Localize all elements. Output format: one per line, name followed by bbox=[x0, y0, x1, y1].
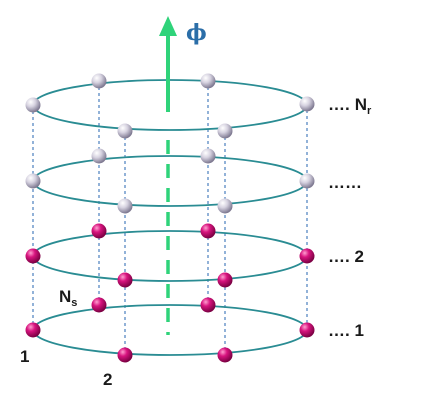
atom bbox=[200, 73, 216, 89]
atoms-layer-top bbox=[25, 73, 315, 139]
atom bbox=[117, 347, 133, 363]
ring-label-third: …. 2 bbox=[328, 247, 364, 266]
atoms-layer-bottom bbox=[25, 297, 315, 363]
atom bbox=[91, 148, 107, 164]
atom bbox=[217, 272, 233, 288]
atom bbox=[200, 297, 216, 313]
atom bbox=[117, 198, 133, 214]
atom bbox=[200, 148, 216, 164]
atom bbox=[200, 223, 216, 239]
ns-label: Ns bbox=[59, 287, 77, 309]
atom bbox=[117, 123, 133, 139]
site-label-1: 1 bbox=[20, 347, 29, 366]
atom bbox=[299, 96, 315, 112]
ring-second bbox=[32, 155, 308, 207]
atom bbox=[299, 173, 315, 189]
atom bbox=[25, 248, 41, 264]
rings bbox=[32, 79, 308, 356]
atom bbox=[25, 322, 41, 338]
atom bbox=[217, 123, 233, 139]
atom bbox=[25, 173, 41, 189]
atom bbox=[91, 297, 107, 313]
ring-bottom bbox=[32, 304, 308, 356]
site-label-2: 2 bbox=[103, 370, 112, 389]
atom bbox=[217, 198, 233, 214]
atom bbox=[217, 347, 233, 363]
flux-label: ϕ bbox=[186, 20, 207, 46]
atoms-layer-third bbox=[25, 223, 315, 288]
layer-connectors bbox=[32, 81, 308, 355]
atom bbox=[91, 223, 107, 239]
ring-label-bottom: …. 1 bbox=[328, 321, 364, 340]
atoms-layer-second bbox=[25, 148, 315, 214]
ring-third bbox=[32, 230, 308, 282]
atom bbox=[117, 272, 133, 288]
ring-label-top: ….Nr bbox=[328, 95, 372, 117]
flux-axis bbox=[159, 16, 177, 335]
atom bbox=[91, 73, 107, 89]
atom bbox=[299, 248, 315, 264]
atom bbox=[25, 97, 41, 113]
ring-label-second: …… bbox=[328, 173, 362, 192]
atom bbox=[299, 322, 315, 338]
